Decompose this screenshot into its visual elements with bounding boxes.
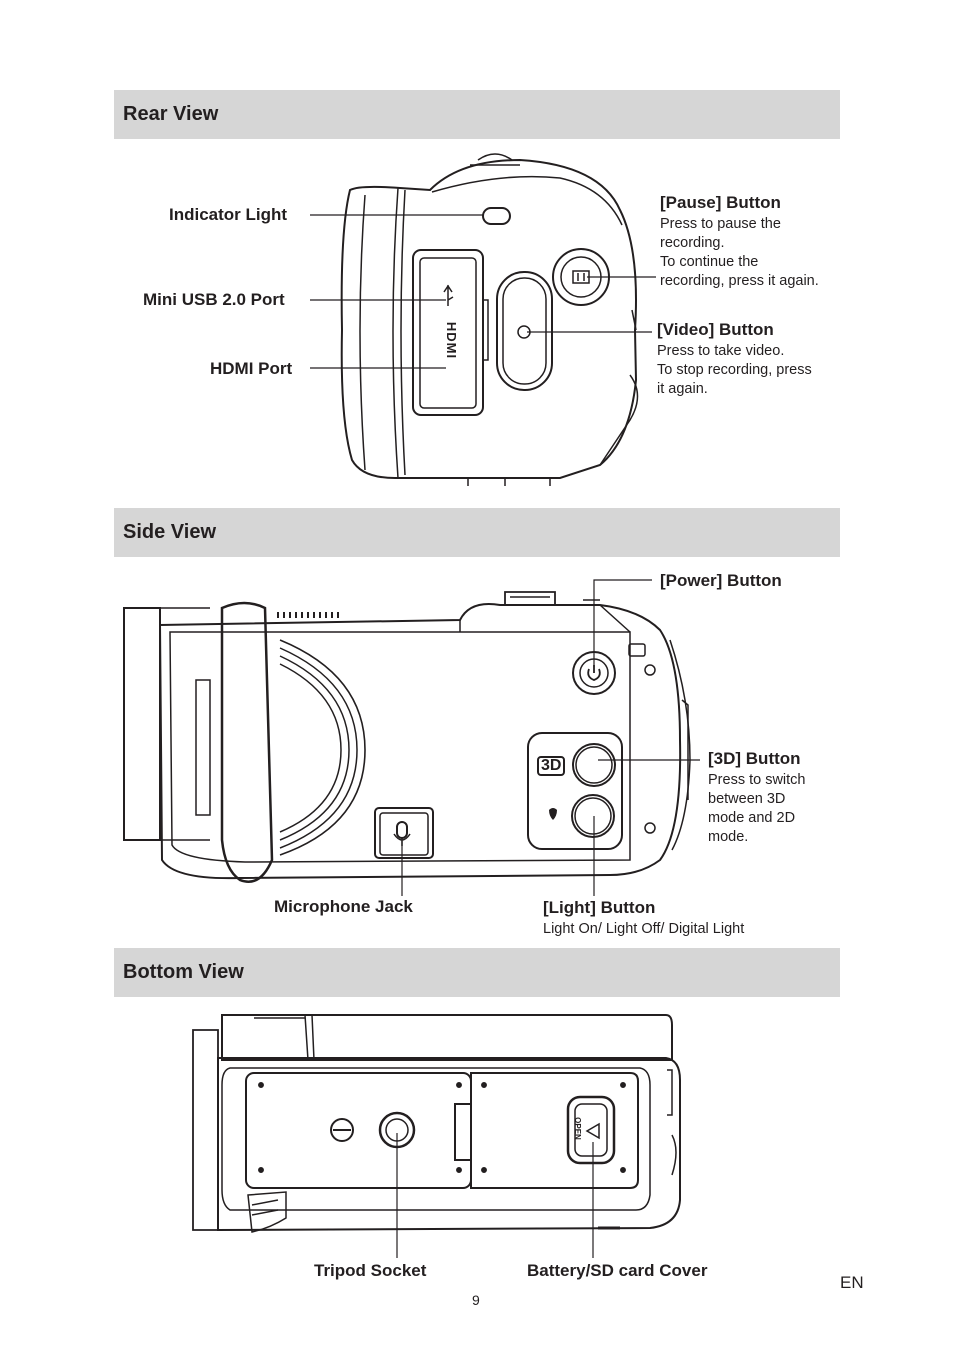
rear-view-header: Rear View — [114, 90, 840, 139]
pause-button-label: [Pause] Button — [660, 193, 781, 212]
bottom-view-title: Bottom View — [123, 961, 244, 983]
pause-desc-line: recording, press it again. — [660, 273, 819, 289]
pause-button-description: Press to pause the recording. To continu… — [660, 215, 819, 291]
hdmi-port-label: HDMI Port — [210, 359, 293, 378]
light-button-description: Light On/ Light Off/ Digital Light — [543, 921, 745, 937]
three-d-desc-line: mode and 2D — [708, 810, 796, 826]
open-marking: OPEN — [572, 1117, 582, 1140]
three-d-marking: 3D — [537, 756, 566, 776]
tripod-socket-label: Tripod Socket — [314, 1261, 427, 1280]
pause-desc-line: recording. — [660, 235, 725, 251]
page-number: 9 — [472, 1292, 480, 1308]
pause-desc-line: Press to pause the — [660, 216, 781, 232]
three-d-button-label: [3D] Button — [708, 749, 801, 768]
light-button-label: [Light] Button — [543, 898, 656, 917]
video-desc-line: Press to take video. — [657, 343, 785, 359]
three-d-desc-line: mode. — [708, 829, 749, 845]
video-button-label: [Video] Button — [657, 320, 774, 339]
video-desc-line: it again. — [657, 381, 708, 397]
mini-usb-label: Mini USB 2.0 Port — [143, 290, 285, 309]
video-button-description: Press to take video. To stop recording, … — [657, 342, 812, 399]
battery-cover-label: Battery/SD card Cover — [527, 1261, 708, 1280]
rear-view-title: Rear View — [123, 103, 219, 125]
indicator-light-label: Indicator Light — [169, 205, 288, 224]
side-view-title: Side View — [123, 521, 217, 543]
side-view-header: Side View — [114, 508, 840, 557]
video-desc-line: To stop recording, press — [657, 362, 812, 378]
pause-desc-line: To continue the — [660, 254, 759, 270]
three-d-desc-line: Press to switch — [708, 772, 806, 788]
power-button-label: [Power] Button — [660, 571, 782, 590]
three-d-desc-line: between 3D — [708, 791, 786, 807]
microphone-jack-label: Microphone Jack — [274, 897, 413, 916]
bottom-view-header: Bottom View — [114, 948, 840, 997]
language-tag: EN — [840, 1273, 864, 1292]
three-d-button-description: Press to switch between 3D mode and 2D m… — [708, 771, 806, 847]
